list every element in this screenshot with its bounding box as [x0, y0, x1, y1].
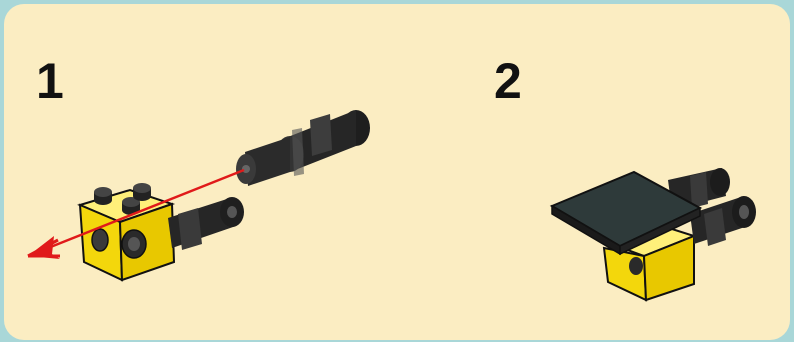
loose-pin-connector-icon — [236, 110, 370, 186]
yellow-technic-brick-icon — [80, 183, 174, 280]
step-1-illustration — [28, 110, 370, 280]
attached-axle-pin-icon — [168, 197, 244, 250]
step-2-illustration — [552, 168, 756, 300]
